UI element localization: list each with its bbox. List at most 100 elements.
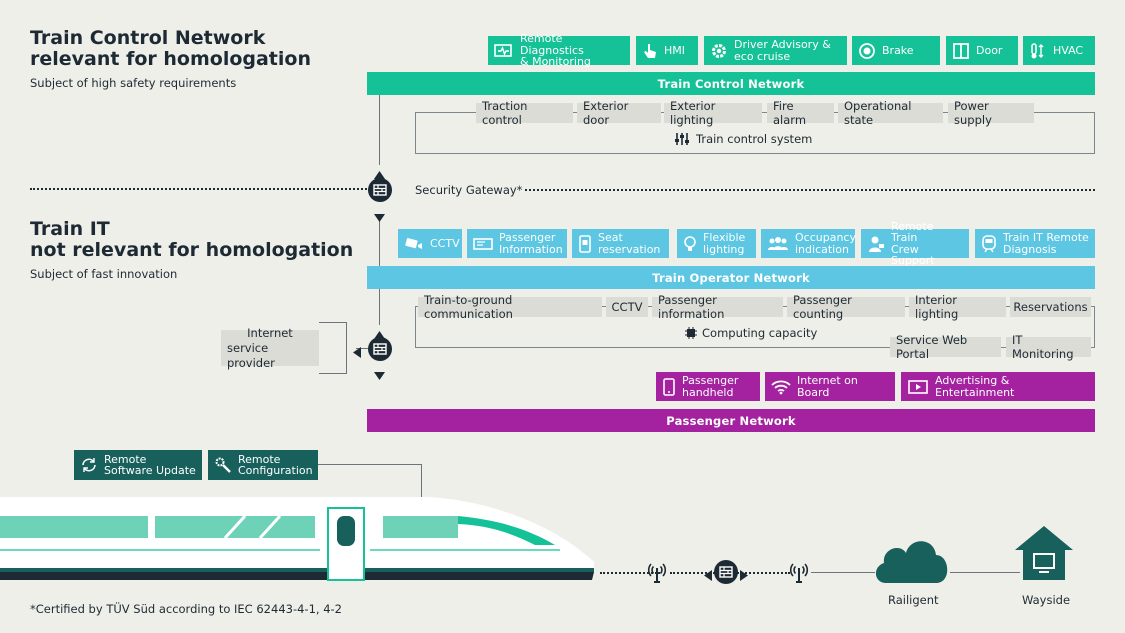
tile-label-1: Door [976, 43, 1003, 57]
update-icon [82, 458, 96, 472]
tile-label-1: Driver Advisory & [734, 38, 831, 51]
person-icon [869, 236, 884, 252]
tile-door[interactable]: Door [946, 36, 1018, 65]
tile-label-1: Remote [104, 452, 147, 466]
train-illustration [0, 497, 594, 581]
tile-advertising-entertainment[interactable]: Advertising & Entertainment [901, 372, 1095, 401]
tile-label-2: Diagnosis [1003, 242, 1057, 256]
ground-link [600, 572, 660, 574]
security-gateway-label: Security Gateway* [415, 183, 523, 197]
cloud-icon [872, 533, 950, 589]
isp-connector [319, 373, 347, 374]
tile-driver-advisory[interactable]: Driver Advisory &eco cruise [704, 36, 847, 65]
tile-label-1: Remote [238, 452, 281, 466]
computing-capacity: Computing capacity [685, 326, 817, 340]
tile-label-1: HVAC [1053, 43, 1084, 57]
antenna-icon [787, 560, 811, 588]
divider-right [525, 189, 1095, 191]
tile-label-2: indication [795, 242, 849, 256]
arrow-up-icon [374, 164, 385, 183]
gear-icon [712, 43, 726, 58]
tile-label-2: eco cruise [734, 49, 791, 63]
arrow-down-icon [374, 365, 385, 384]
chip-reservations: Reservations [1010, 297, 1091, 317]
ground-gateway-icon [714, 560, 738, 584]
tile-label-1: Train IT Remote [1003, 231, 1089, 244]
display-icon [473, 237, 493, 250]
tile-label-2: handheld [682, 385, 734, 399]
tile-label-1: Advertising & Entertainment [935, 374, 1015, 399]
remote-connector [421, 464, 422, 497]
security-gateway-icon [368, 178, 392, 202]
tile-label-2: Software Update [104, 464, 196, 477]
tile-label-2: Configuration [238, 464, 313, 477]
isp-arrow-line [356, 348, 368, 349]
isp-connector [319, 322, 347, 323]
tile-label-1: Internet on Board [797, 374, 858, 399]
tile-remote-diagnostics[interactable]: Remote Diagnostics& Monitoring [488, 32, 630, 67]
thermometer-icon [1031, 42, 1044, 58]
tile-cctv[interactable]: CCTV [398, 229, 462, 258]
internet-service-provider: Internet service provider [221, 326, 319, 370]
bulb-icon [684, 235, 696, 251]
tile-label-2: lighting [703, 242, 745, 256]
camera-icon [405, 237, 422, 249]
chip-service-web-portal: Service Web Portal [890, 333, 1001, 361]
tile-label-1: HMI [664, 43, 686, 57]
chip-traction-control: Traction control [476, 99, 573, 127]
chip-icon [685, 327, 697, 339]
tile-brake[interactable]: Brake [852, 36, 940, 65]
chip-it-monitoring: IT Monitoring [1006, 333, 1091, 361]
control-heading: Train Control Network relevant for homol… [30, 28, 311, 70]
wifi-icon [771, 380, 791, 394]
control-subtitle: Subject of high safety requirements [30, 76, 237, 90]
sliders-icon [675, 133, 689, 145]
train-operator-network-bar: Train Operator Network [367, 266, 1095, 289]
train-control-network-bar: Train Control Network [367, 72, 1095, 95]
tile-label-1: Seat [598, 231, 623, 244]
wayside-link [950, 572, 1020, 573]
train-control-system-label: Train control system [696, 132, 813, 146]
phone-icon [663, 377, 675, 396]
tile-hmi[interactable]: HMI [636, 36, 698, 65]
chip-train-to-ground: Train-to-ground communication [418, 293, 602, 321]
play-icon [908, 379, 928, 394]
tile-internet-on-board[interactable]: Internet on Board [765, 372, 895, 401]
railigent-label: Railigent [888, 593, 939, 607]
diagnostics-icon [494, 43, 512, 57]
it-subtitle: Subject of fast innovation [30, 267, 178, 281]
tile-label-1: Passenger [682, 374, 739, 387]
chip-cctv: CCTV [606, 297, 648, 317]
isp-connector [346, 322, 347, 374]
brake-icon [859, 42, 875, 59]
isp-gateway-icon [368, 337, 392, 361]
touch-icon [644, 43, 656, 58]
isp-line2: service provider [227, 340, 275, 370]
tile-label-1: Flexible [703, 231, 746, 244]
antenna-icon [645, 560, 669, 588]
isp-line1: Internet [247, 325, 293, 340]
control-heading-line2: relevant for homologation [30, 48, 311, 70]
connector-line [379, 95, 380, 165]
footnote: *Certified by TÜV Süd according to IEC 6… [30, 602, 342, 616]
tile-label-1: Remote Diagnostics [520, 32, 584, 57]
chip-passenger-counting: Passenger counting [787, 293, 905, 321]
tile-hvac[interactable]: HVAC [1023, 36, 1095, 65]
chip-passenger-information: Passenger information [652, 293, 783, 321]
wayside-label: Wayside [1022, 593, 1071, 607]
tile-label-2: Crew Support [891, 242, 935, 267]
tile-label-1: CCTV [430, 236, 460, 250]
train-icon [982, 234, 996, 252]
remote-connector [318, 464, 421, 465]
divider-left [30, 188, 367, 190]
wayside-icon [1013, 524, 1075, 586]
